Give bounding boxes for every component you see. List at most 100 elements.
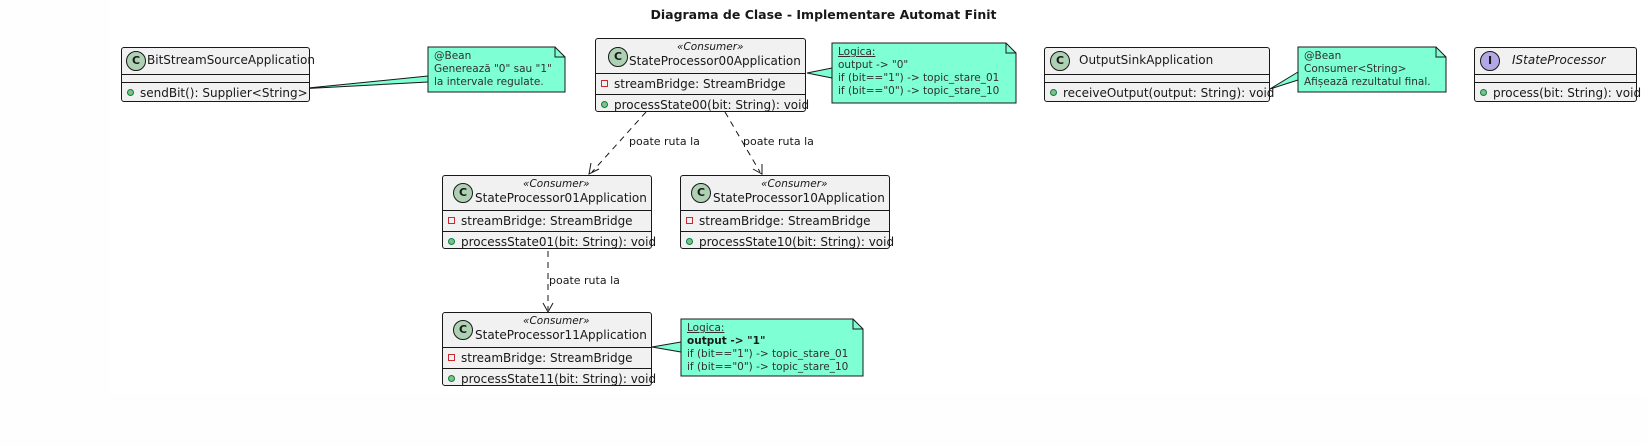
edge-label: poate ruta la: [743, 135, 814, 148]
interface-i-icon: I: [1480, 51, 1500, 71]
method-row: process(bit: String): void: [1475, 83, 1641, 103]
note-sink: @Bean Consumer<String> Afișează rezultat…: [1298, 48, 1437, 91]
fields-section: [1475, 75, 1636, 83]
method-text: receiveOutput(output: String): void: [1063, 86, 1275, 100]
class-stereotype: «Consumer»: [677, 41, 744, 53]
field-text: streamBridge: StreamBridge: [614, 77, 786, 91]
class-state-processor-11[interactable]: C «Consumer» StateProcessor11Application…: [442, 312, 656, 389]
note-line: @Bean: [1304, 50, 1342, 62]
method-row: sendBit(): Supplier<String>: [122, 83, 309, 103]
class-header: C «Consumer» StateProcessor10Application: [681, 176, 889, 211]
fields-section: streamBridge: StreamBridge: [443, 348, 651, 369]
note-s11: Logica: output -> "1" if (bit=="1") -> t…: [681, 320, 854, 376]
note-line: if (bit=="0") -> topic_stare_10: [838, 85, 1000, 97]
method-row: receiveOutput(output: String): void: [1045, 83, 1274, 103]
class-name: BitStreamSourceApplication: [147, 53, 315, 67]
field-text: streamBridge: StreamBridge: [461, 351, 633, 365]
class-c-icon: C: [453, 320, 473, 340]
field-row: streamBridge: StreamBridge: [596, 74, 805, 94]
methods-section: processState10(bit: String): void: [681, 232, 894, 252]
class-stereotype: «Consumer»: [523, 178, 590, 190]
method-text: processState00(bit: String): void: [614, 98, 810, 112]
public-icon: [601, 101, 608, 108]
method-row: processState01(bit: String): void: [443, 232, 656, 252]
class-c-icon: C: [126, 51, 146, 71]
fields-section: [1045, 75, 1269, 83]
class-name: StateProcessor00Application: [629, 54, 801, 68]
method-text: process(bit: String): void: [1493, 86, 1642, 100]
methods-section: sendBit(): Supplier<String>: [122, 83, 309, 103]
note-line: Generează "0" sau "1": [434, 63, 552, 75]
interface-state-processor[interactable]: I IStateProcessor process(bit: String): …: [1474, 47, 1641, 103]
class-name: OutputSinkApplication: [1079, 53, 1214, 67]
class-c-icon: C: [608, 47, 628, 67]
class-stereotype: «Consumer»: [523, 315, 590, 327]
private-icon: [686, 217, 693, 224]
public-icon: [127, 89, 134, 96]
note-line: Afișează rezultatul final.: [1304, 76, 1431, 88]
method-row: processState10(bit: String): void: [681, 232, 894, 252]
field-text: streamBridge: StreamBridge: [699, 214, 871, 228]
public-icon: [448, 238, 455, 245]
fields-section: streamBridge: StreamBridge: [681, 211, 889, 232]
methods-section: receiveOutput(output: String): void: [1045, 83, 1274, 103]
class-header: C OutputSinkApplication: [1045, 48, 1269, 75]
method-text: processState11(bit: String): void: [461, 372, 657, 386]
class-name: StateProcessor11Application: [475, 328, 647, 342]
edge-s00-to-s10: [724, 111, 763, 175]
class-name: IStateProcessor: [1512, 53, 1606, 67]
fields-section: streamBridge: StreamBridge: [596, 74, 805, 95]
class-header: C «Consumer» StateProcessor00Application: [596, 39, 805, 74]
methods-section: processState00(bit: String): void: [596, 95, 809, 115]
note-line: la intervale regulate.: [434, 76, 544, 88]
methods-section: processState01(bit: String): void: [443, 232, 656, 252]
class-output-sink[interactable]: C OutputSinkApplication receiveOutput(ou…: [1044, 47, 1274, 103]
note-line: output -> "1": [687, 335, 766, 347]
private-icon: [448, 354, 455, 361]
field-row: streamBridge: StreamBridge: [443, 211, 651, 231]
public-icon: [1050, 89, 1057, 96]
class-header: I IStateProcessor: [1475, 48, 1636, 75]
methods-section: process(bit: String): void: [1475, 83, 1641, 103]
class-header: C «Consumer» StateProcessor01Application: [443, 176, 651, 211]
class-bitstream-source[interactable]: C BitStreamSourceApplication sendBit(): …: [121, 47, 315, 103]
class-name: StateProcessor10Application: [713, 191, 885, 205]
class-state-processor-00[interactable]: C «Consumer» StateProcessor00Application…: [595, 38, 809, 115]
class-name: StateProcessor01Application: [475, 191, 647, 205]
note-line: Consumer<String>: [1304, 63, 1407, 75]
public-icon: [686, 238, 693, 245]
note-line: if (bit=="1") -> topic_stare_01: [687, 348, 849, 360]
method-text: processState01(bit: String): void: [461, 235, 657, 249]
method-row: processState00(bit: String): void: [596, 95, 809, 115]
methods-section: processState11(bit: String): void: [443, 369, 656, 389]
field-text: streamBridge: StreamBridge: [461, 214, 633, 228]
public-icon: [448, 375, 455, 382]
edge-s00-to-s01: [588, 111, 647, 175]
class-stereotype: «Consumer»: [761, 178, 828, 190]
note-line: output -> "0": [838, 59, 909, 71]
class-state-processor-10[interactable]: C «Consumer» StateProcessor10Application…: [680, 175, 894, 252]
private-icon: [601, 80, 608, 87]
method-text: processState10(bit: String): void: [699, 235, 895, 249]
class-c-icon: C: [1050, 51, 1070, 71]
fields-section: streamBridge: StreamBridge: [443, 211, 651, 232]
note-line: @Bean: [434, 50, 472, 62]
class-c-icon: C: [691, 183, 711, 203]
edge-label: poate ruta la: [549, 274, 620, 287]
method-row: processState11(bit: String): void: [443, 369, 656, 389]
note-s00: Logica: output -> "0" if (bit=="1") -> t…: [832, 44, 1005, 100]
note-s11-shape: [651, 318, 864, 377]
note-source: @Bean Generează "0" sau "1" la intervale…: [428, 48, 558, 91]
class-state-processor-01[interactable]: C «Consumer» StateProcessor01Application…: [442, 175, 656, 252]
private-icon: [448, 217, 455, 224]
method-text: sendBit(): Supplier<String>: [140, 86, 308, 100]
public-icon: [1480, 89, 1487, 96]
class-header: C BitStreamSourceApplication: [122, 48, 315, 75]
note-s00-shape: [806, 42, 1017, 104]
diagram-title: Diagrama de Clase - Implementare Automat…: [650, 7, 997, 22]
fields-section: [122, 75, 309, 83]
note-line: if (bit=="0") -> topic_stare_10: [687, 361, 849, 373]
field-row: streamBridge: StreamBridge: [681, 211, 889, 231]
note-line: Logica:: [838, 46, 876, 58]
edge-label: poate ruta la: [629, 135, 700, 148]
